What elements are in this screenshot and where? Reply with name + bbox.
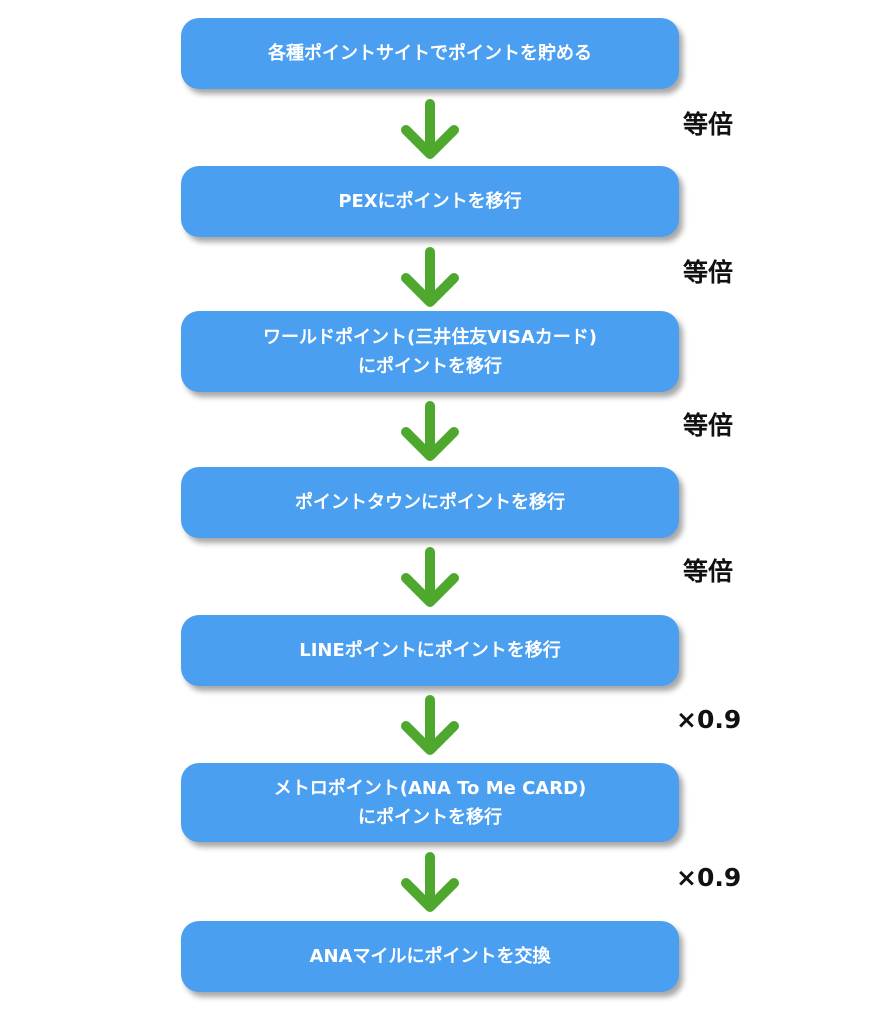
step-label: メトロポイント(ANA To Me CARD) (273, 777, 587, 799)
step-label: にポイントを移行 (357, 355, 502, 377)
step-box-6: メトロポイント(ANA To Me CARD) にポイントを移行 (181, 763, 679, 842)
step-box-3: ワールドポイント(三井住友VISAカード) にポイントを移行 (181, 311, 679, 392)
step-label: にポイントを移行 (358, 806, 502, 828)
arrow-down-icon (401, 401, 459, 461)
step-label: ワールドポイント(三井住友VISAカード) (263, 326, 597, 348)
conversion-ratio-6: ×0.9 (676, 863, 742, 892)
step-box-1: 各種ポイントサイトでポイントを貯める (181, 18, 679, 89)
step-label: ANAマイルにポイントを交換 (309, 946, 551, 967)
conversion-ratio-3: 等倍 (682, 411, 733, 440)
arrow-down-icon (401, 852, 459, 912)
arrow-down-icon (401, 695, 459, 755)
step-label: LINEポイントにポイントを移行 (299, 640, 561, 661)
step-box-5: LINEポイントにポイントを移行 (181, 615, 679, 686)
arrow-down-icon (401, 547, 459, 607)
conversion-ratio-2: 等倍 (682, 258, 733, 287)
step-box-7: ANAマイルにポイントを交換 (181, 921, 679, 992)
conversion-ratio-1: 等倍 (682, 110, 733, 139)
conversion-ratio-4: 等倍 (682, 557, 733, 586)
conversion-ratio-5: ×0.9 (676, 705, 742, 734)
step-label: 各種ポイントサイトでポイントを貯める (268, 43, 592, 64)
arrow-down-icon (401, 99, 459, 159)
step-box-4: ポイントタウンにポイントを移行 (181, 467, 679, 538)
step-box-2: PEXにポイントを移行 (181, 166, 679, 237)
arrow-down-icon (401, 247, 459, 307)
step-label: PEXにポイントを移行 (338, 191, 522, 212)
step-label: ポイントタウンにポイントを移行 (295, 492, 565, 513)
